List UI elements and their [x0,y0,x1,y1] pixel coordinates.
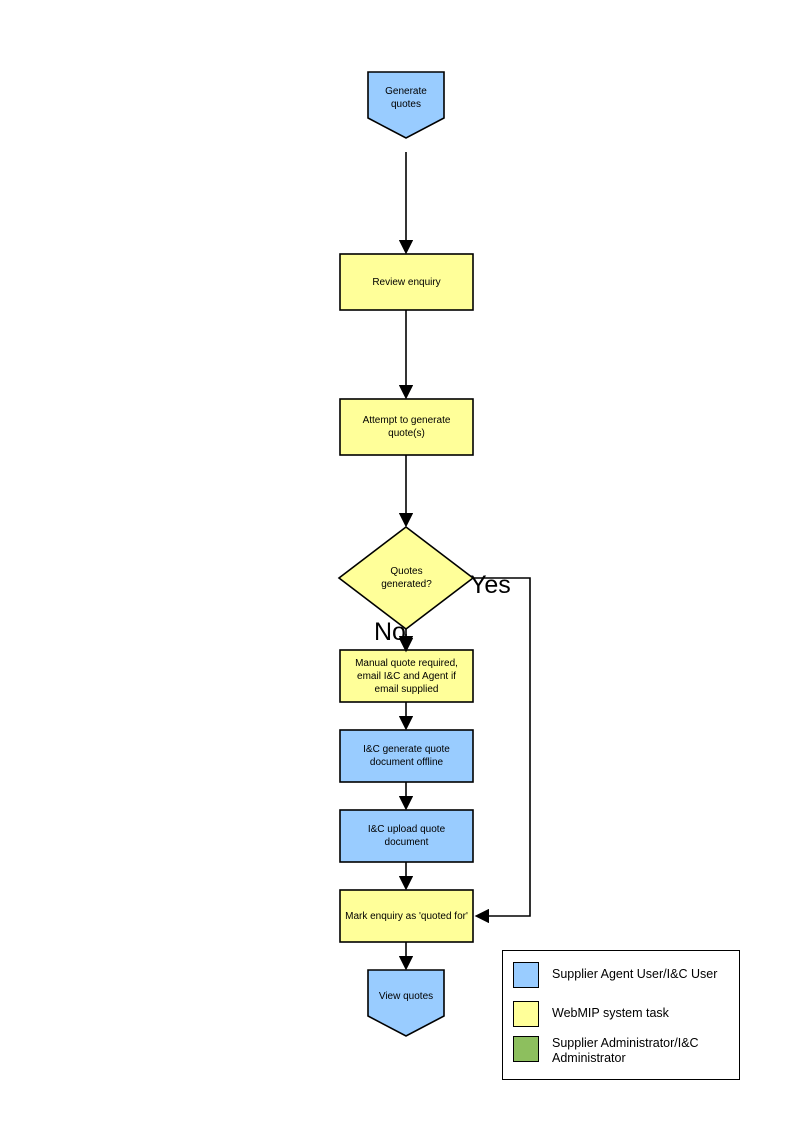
legend-swatch-yellow [513,1001,539,1027]
edge-label-yes: Yes [470,571,511,599]
node-generate-quotes[interactable] [367,71,445,139]
legend-swatch-blue [513,962,539,988]
legend-label-webmip-system-task: WebMIP system task [552,1006,669,1020]
legend-label-supplier-agent-user: Supplier Agent User/I&C User [552,967,718,981]
node-attempt-generate-quotes[interactable] [339,398,474,456]
legend-item-supplier-agent-user: Supplier Agent User/I&C User [513,962,717,988]
connector-decision-yes-to-mark [473,577,531,924]
legend-item-webmip-system-task: WebMIP system task [513,1001,669,1027]
legend-item-supplier-administrator: Supplier Administrator/I&C Administrator [513,1036,699,1066]
node-manual-quote-required[interactable] [339,649,474,703]
legend: Supplier Agent User/I&C User WebMIP syst… [502,950,740,1080]
node-ic-upload-quote-document[interactable] [339,809,474,863]
node-shapes [337,71,475,1037]
node-mark-enquiry-quoted-for[interactable] [339,889,474,943]
node-review-enquiry[interactable] [339,253,474,311]
edge-label-no: No [374,618,406,646]
connector-group [398,152,531,971]
node-ic-generate-quote-offline[interactable] [339,729,474,783]
legend-swatch-green [513,1036,539,1062]
node-quotes-generated-decision[interactable] [337,525,475,631]
node-view-quotes[interactable] [367,969,445,1037]
legend-label-supplier-administrator: Supplier Administrator/I&C Administrator [552,1036,699,1065]
